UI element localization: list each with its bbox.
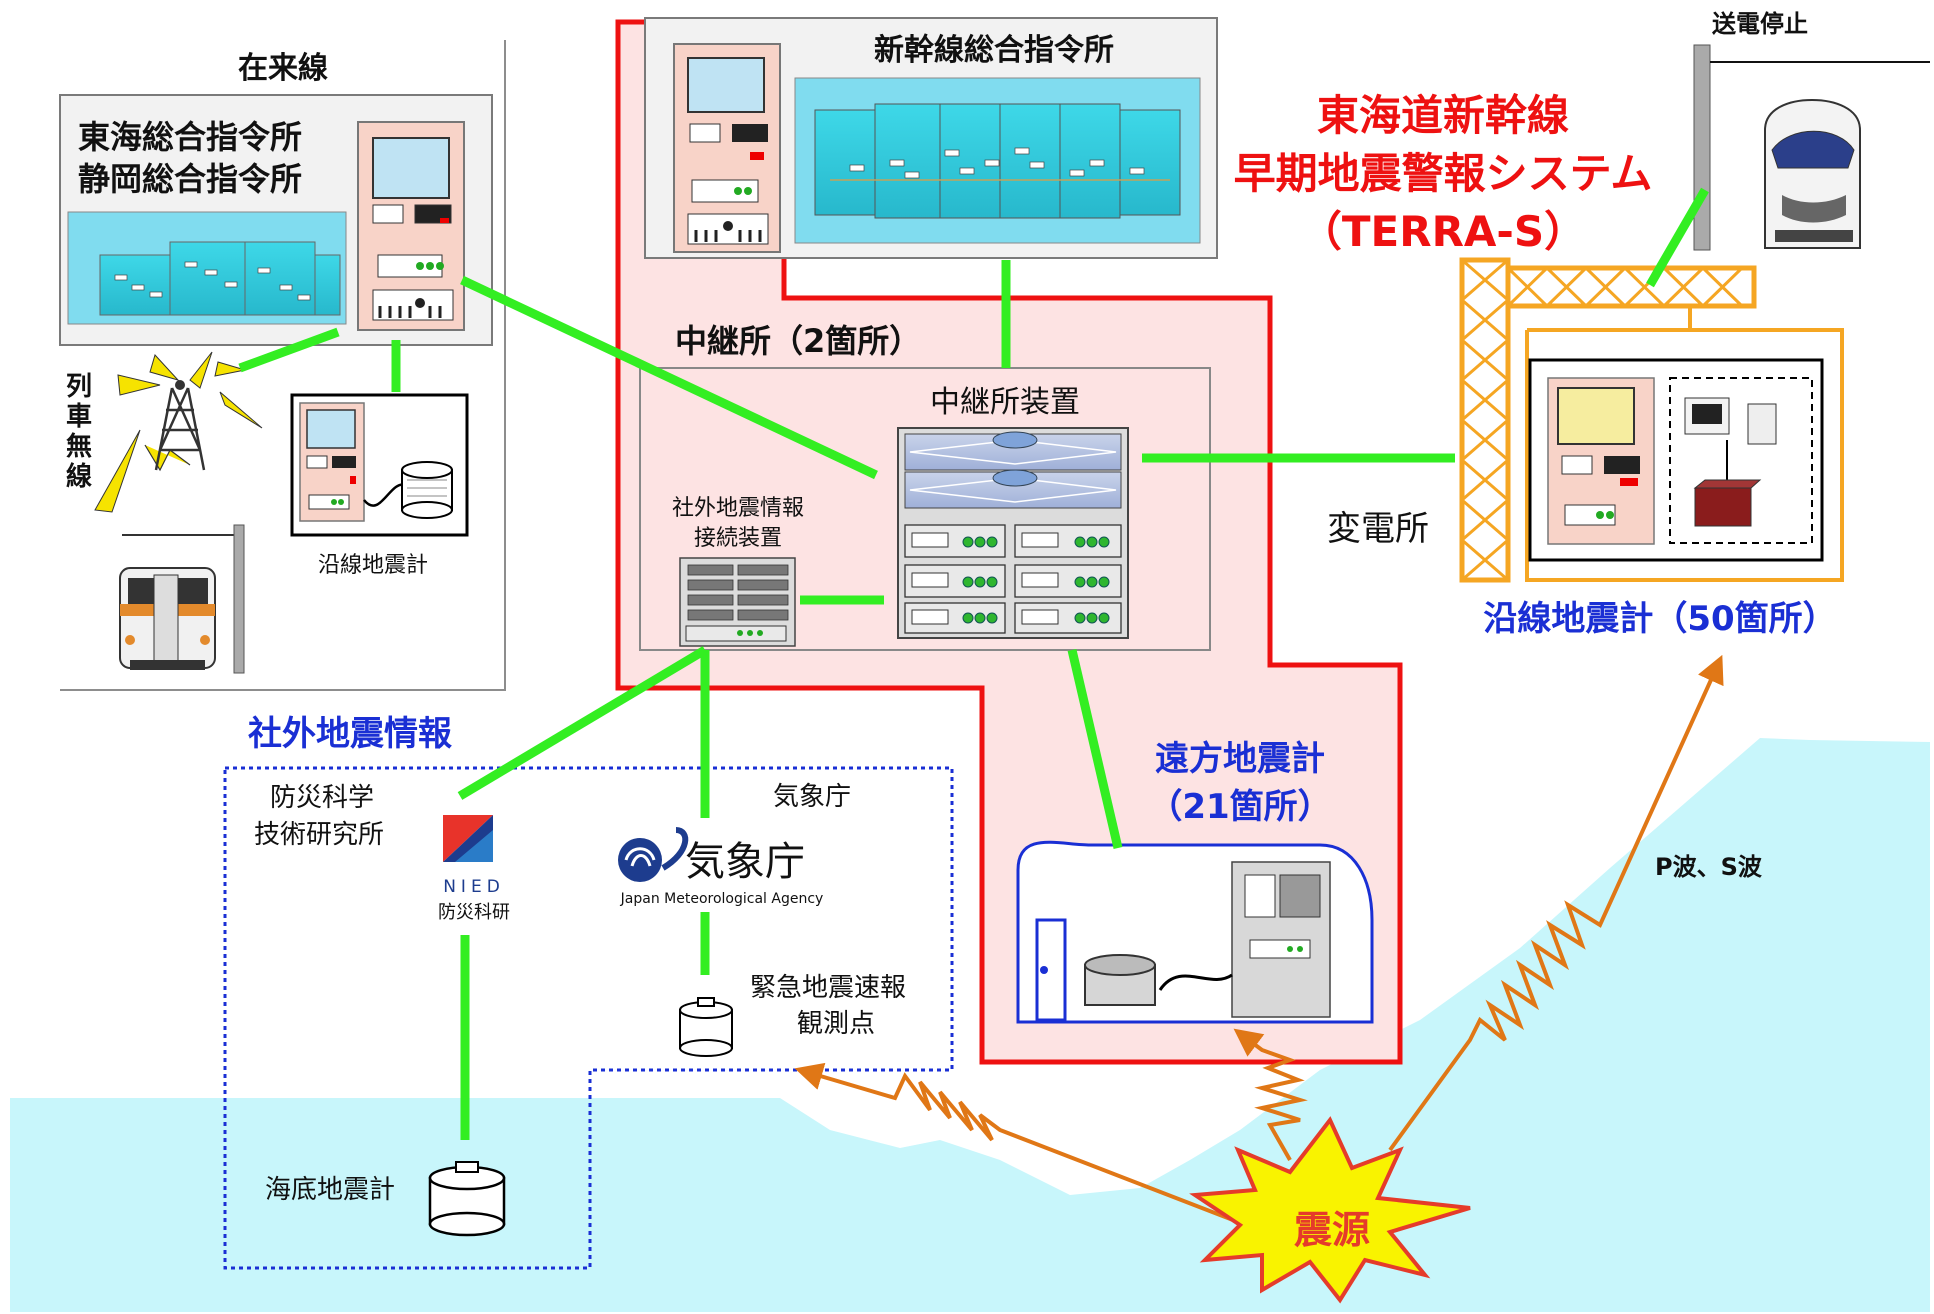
conventional-line-panel: 在来線 東海総合指令所 静岡総合指令所 (59, 40, 506, 691)
shinkansen-center-title: 新幹線総合指令所 (874, 33, 1114, 68)
system-title-line1: 東海道新幹線 (1317, 91, 1569, 140)
substation-console (1547, 377, 1813, 545)
wave-to-remote (1233, 1028, 1308, 1161)
remote-seismometer-title: 遠方地震計 (1155, 739, 1325, 779)
display-panel (169, 241, 246, 316)
external-connector-label-1: 社外地震情報 (672, 496, 804, 521)
eew-station-drum-icon (679, 997, 733, 1057)
system-title-line3: （TERRA-S） (1300, 207, 1586, 256)
system-title-line2: 早期地震警報システム (1234, 149, 1653, 198)
jma-logo-text: 気象庁 (685, 839, 805, 885)
radio-label-3: 無 (66, 432, 92, 462)
external-info-title: 社外地震情報 (248, 714, 452, 754)
conventional-console (357, 121, 465, 331)
network-links (238, 187, 1709, 1140)
shinkansen-train-icon (1693, 44, 1930, 251)
external-info-box (223, 766, 954, 1270)
nied-label-1: 防災科学 (270, 783, 374, 813)
seabed-seismometer-drum-icon (428, 1161, 506, 1237)
nied-logo-sub: 防災科研 (438, 902, 510, 923)
display-panel (314, 254, 341, 316)
substation-fence (1525, 328, 1844, 582)
link-console-radio (238, 327, 340, 373)
jma-logo: 気象庁 Japan Meteorological Agency (615, 822, 830, 912)
radio-label-1: 列 (66, 372, 92, 402)
conventional-train-icon (119, 524, 245, 674)
radio-tower-icon (94, 351, 263, 513)
relay-equipment-label: 中継所装置 (930, 385, 1080, 420)
link-conventional-relay (460, 275, 878, 480)
jma-logo-sub: Japan Meteorological Agency (620, 891, 824, 907)
relay-title: 中継所（2箇所） (675, 322, 921, 360)
link-relay-remote (1067, 648, 1123, 850)
link-relay-nied (457, 646, 708, 800)
waves-label: P波、S波 (1655, 853, 1763, 881)
shinkansen-console (673, 43, 781, 253)
eew-label-1: 緊急地震速報 (750, 973, 906, 1003)
relay-equipment-rack (897, 427, 1129, 639)
seabed-label: 海底地震計 (265, 1175, 395, 1205)
conventional-title: 在来線 (238, 51, 328, 86)
radio-label-4: 線 (66, 461, 92, 492)
substation-tower (1459, 257, 1757, 583)
display-panel (244, 241, 316, 316)
seismometer-drum-icon (363, 461, 453, 519)
remote-seismometer-vault (1016, 840, 1374, 1024)
jma-label: 気象庁 (773, 782, 851, 812)
remote-seismometer-count: （21箇所） (1148, 787, 1331, 827)
conventional-center-line2: 静岡総合指令所 (78, 160, 302, 198)
nied-label-2: 技術研究所 (254, 820, 384, 850)
external-connector-label-2: 接続装置 (694, 526, 782, 551)
wayside-count-label: 沿線地震計（50箇所） (1483, 599, 1836, 639)
wave-to-wayside (1388, 654, 1724, 1152)
shinkansen-display-wall (794, 77, 1201, 244)
link-substation-power (1646, 187, 1709, 288)
external-connector-device (679, 557, 796, 647)
nied-logo-text: NIED (443, 877, 505, 897)
nied-logo: NIED 防災科研 (415, 800, 533, 935)
eew-label-2: 観測点 (797, 1009, 875, 1039)
power-stop-label: 送電停止 (1712, 10, 1808, 38)
substation-label: 変電所 (1327, 509, 1429, 549)
seismometer-console (299, 402, 365, 522)
conventional-center-line1: 東海総合指令所 (78, 118, 302, 156)
seismic-waves (794, 654, 1724, 1222)
wave-to-eew (794, 1062, 1234, 1222)
radio-label-2: 車 (66, 402, 92, 432)
epicenter-label: 震源 (1294, 1208, 1370, 1252)
epicenter-burst-icon (1189, 1116, 1471, 1304)
wayside-seismometer-label: 沿線地震計 (318, 553, 428, 578)
